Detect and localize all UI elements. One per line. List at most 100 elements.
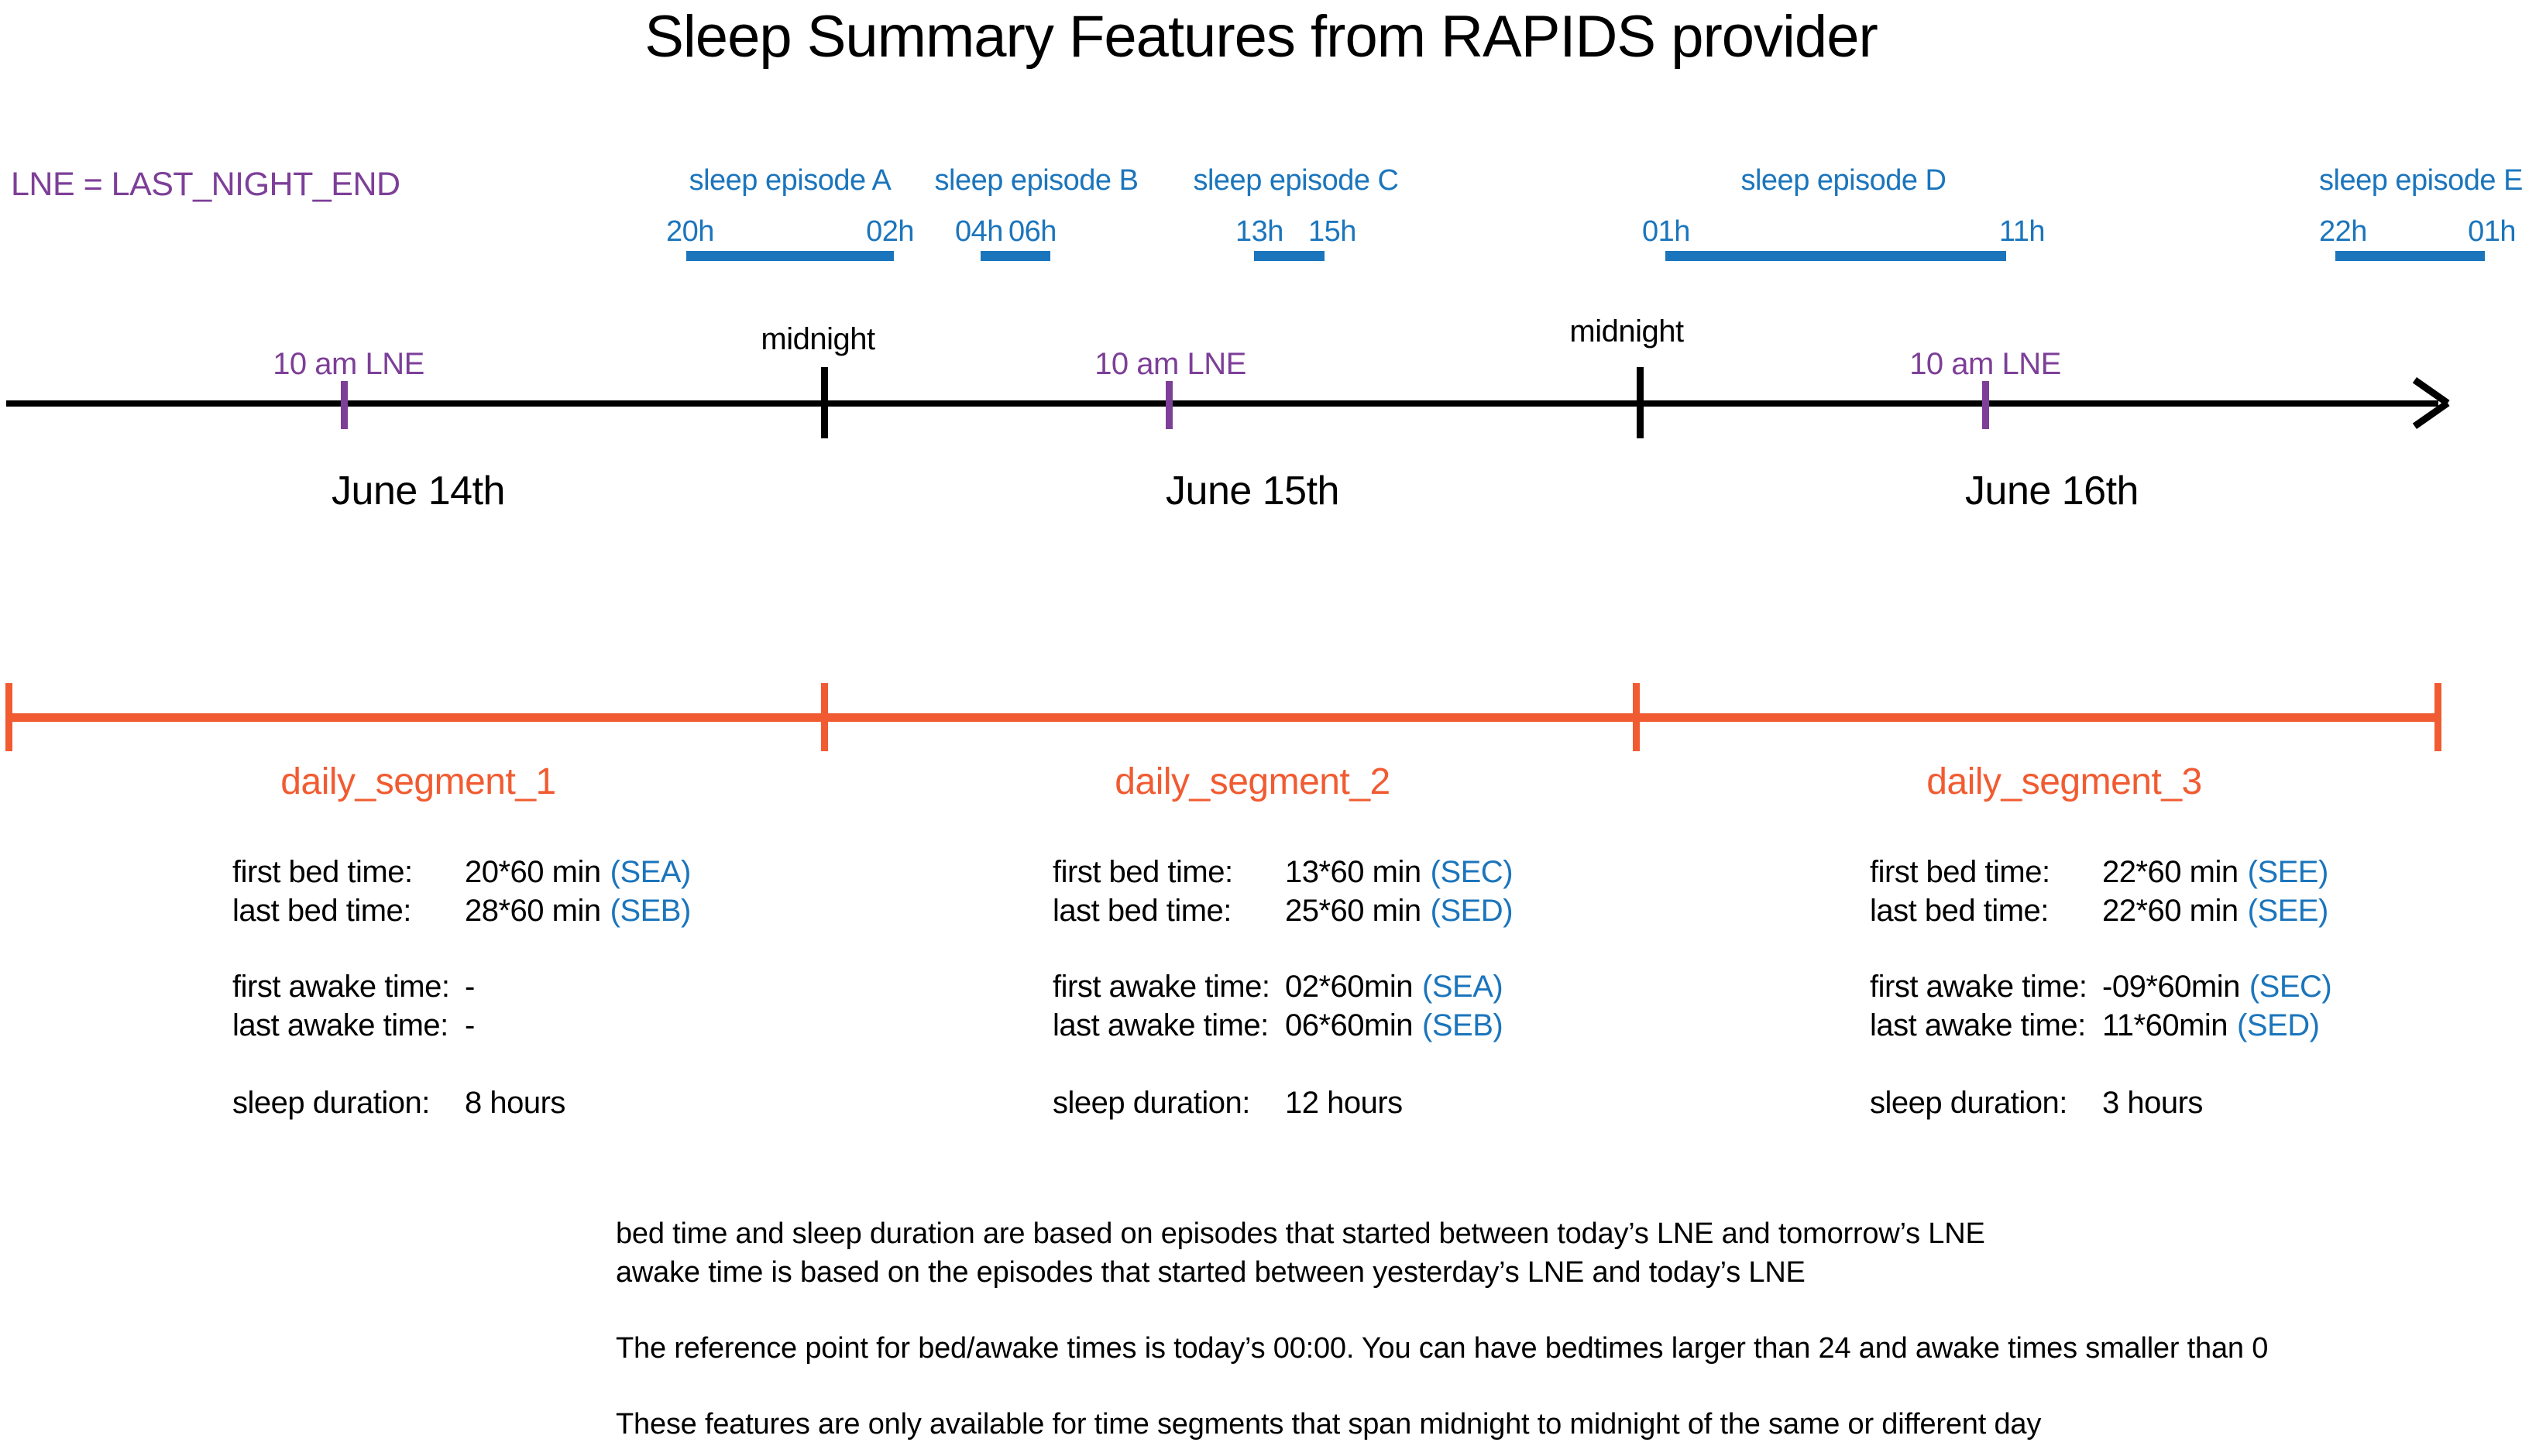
feature-value: 11*60min	[2102, 1008, 2228, 1042]
note-line: These features are only available for ti…	[616, 1408, 2042, 1441]
feature-episode-ref: (SEC)	[2249, 970, 2332, 1004]
daily-segment-1-label: daily_segment_1	[280, 761, 556, 802]
lne-tick	[1982, 381, 1989, 429]
feature-label: sleep duration:	[1870, 1086, 2067, 1120]
lne-tick-label: 10 am LNE	[1094, 347, 1246, 381]
segment-boundary-tick	[5, 683, 12, 751]
daily-segment-axis	[6, 713, 2438, 722]
feature-episode-ref: (SED)	[2237, 1008, 2320, 1042]
feature-label: first bed time:	[232, 855, 413, 889]
daily-segment-3-label: daily_segment_3	[1926, 761, 2202, 802]
feature-episode-ref: (SEE)	[2247, 894, 2329, 928]
feature-episode-ref: (SEE)	[2247, 855, 2329, 889]
episode-start-time: 20h	[666, 215, 714, 248]
feature-episode-ref: (SED)	[1430, 894, 1514, 928]
feature-value: 02*60min	[1285, 970, 1414, 1004]
feature-row: sleep duration: 8 hours	[232, 1086, 575, 1121]
segment-3-features: first bed time:22*60 min(SEE) last bed t…	[1870, 855, 2522, 1165]
feature-row: last bed time:22*60 min(SEE)	[1870, 894, 2328, 929]
feature-episode-ref: (SEB)	[1422, 1008, 1503, 1042]
feature-label: first bed time:	[1053, 855, 1233, 889]
lne-legend-note: LNE = LAST_NIGHT_END	[11, 166, 400, 203]
midnight-label: midnight	[761, 322, 875, 356]
feature-row: sleep duration: 12 hours	[1053, 1086, 1412, 1121]
note-line: The reference point for bed/awake times …	[616, 1332, 2269, 1365]
feature-value: -	[465, 970, 475, 1004]
feature-value: 12 hours	[1285, 1086, 1403, 1120]
episode-start-time: 04h	[955, 215, 1003, 248]
note-line: bed time and sleep duration are based on…	[616, 1217, 1985, 1250]
feature-row: first awake time:02*60min(SEA)	[1053, 970, 1503, 1004]
segment-boundary-tick	[2434, 683, 2441, 751]
sleep-episode-c: sleep episode C 13h 15h	[1193, 164, 1399, 273]
sleep-episode-b: sleep episode B 04h 06h	[933, 164, 1139, 273]
episode-duration-bar	[981, 251, 1050, 261]
episode-label: sleep episode E	[2319, 164, 2522, 197]
feature-label: first awake time:	[232, 970, 450, 1004]
date-label-june-15: June 15th	[1166, 469, 1339, 513]
feature-row: last awake time: 06*60min(SEB)	[1053, 1008, 1503, 1043]
episode-duration-bar	[686, 251, 894, 261]
episode-duration-bar	[2335, 251, 2485, 261]
episode-end-time: 15h	[1308, 215, 1356, 248]
midnight-label: midnight	[1569, 314, 1684, 349]
episode-end-time: 11h	[1998, 215, 2046, 248]
episode-end-time: 06h	[1008, 215, 1057, 248]
lne-tick	[1166, 381, 1173, 429]
midnight-tick	[1637, 367, 1644, 438]
sleep-episode-d: sleep episode D 01h 11h	[1642, 164, 2046, 273]
feature-value: 20*60 min	[465, 855, 601, 889]
feature-episode-ref: (SEA)	[610, 855, 692, 889]
feature-label: last bed time:	[232, 894, 411, 928]
feature-label: sleep duration:	[232, 1086, 430, 1120]
feature-value: 25*60 min	[1285, 894, 1421, 928]
feature-value: 3 hours	[2102, 1086, 2203, 1120]
episode-end-time: 01h	[2468, 215, 2516, 248]
midnight-tick	[821, 367, 828, 438]
feature-row: first awake time: -09*60min (SEC)	[1870, 970, 2332, 1004]
feature-value: 13*60 min	[1285, 855, 1421, 889]
feature-row: first awake time:-	[232, 970, 484, 1004]
feature-label: first awake time:	[1053, 970, 1270, 1004]
lne-tick-label: 10 am LNE	[273, 347, 424, 381]
sleep-episode-e: sleep episode E 22h 01h	[2319, 164, 2522, 273]
episode-label: sleep episode C	[1193, 164, 1399, 197]
episode-end-time: 02h	[866, 215, 914, 248]
daily-segment-2-label: daily_segment_2	[1115, 761, 1390, 802]
feature-row: first bed time:22*60 min(SEE)	[1870, 855, 2328, 890]
episode-label: sleep episode D	[1740, 164, 1946, 197]
segment-2-features: first bed time:13*60 min(SEC) last bed t…	[1053, 855, 1750, 1165]
date-label-june-16: June 16th	[1965, 469, 2139, 513]
date-label-june-14: June 14th	[332, 469, 505, 513]
episode-label: sleep episode B	[934, 164, 1139, 197]
episode-start-time: 01h	[1642, 215, 1690, 248]
feature-label: first awake time:	[1870, 970, 2087, 1004]
note-line: awake time is based on the episodes that…	[616, 1256, 1806, 1289]
page-title: Sleep Summary Features from RAPIDS provi…	[644, 4, 1878, 70]
feature-row: last awake time:11*60min(SED)	[1870, 1008, 2320, 1043]
feature-value: 06*60min	[1285, 1008, 1414, 1042]
episode-duration-bar	[1665, 251, 2006, 261]
feature-value: -09*60min	[2102, 970, 2240, 1004]
feature-row: last bed time: 28*60 min (SEB)	[232, 894, 691, 929]
feature-label: last awake time:	[1053, 1008, 1269, 1042]
feature-episode-ref: (SEB)	[610, 894, 692, 928]
feature-label: last bed time:	[1870, 894, 2049, 928]
feature-row: last bed time:25*60 min(SED)	[1053, 894, 1514, 929]
feature-row: first bed time: 20*60 min (SEA)	[232, 855, 691, 890]
feature-episode-ref: (SEC)	[1430, 855, 1514, 889]
feature-row: first bed time: 13*60 min (SEC)	[1053, 855, 1514, 890]
feature-value: 8 hours	[465, 1086, 565, 1120]
feature-label: sleep duration:	[1053, 1086, 1250, 1120]
episode-start-time: 22h	[2319, 215, 2367, 248]
episode-duration-bar	[1254, 251, 1325, 261]
feature-label: last awake time:	[232, 1008, 448, 1042]
feature-value: 28*60 min	[465, 894, 601, 928]
feature-row: last awake time:-	[232, 1008, 484, 1043]
lne-tick	[341, 381, 348, 429]
sleep-episode-a: sleep episode A 20h 02h	[666, 164, 914, 273]
episode-label: sleep episode A	[689, 164, 892, 197]
lne-tick-label: 10 am LNE	[1909, 347, 2061, 381]
episode-start-time: 13h	[1235, 215, 1283, 248]
feature-value: 22*60 min	[2102, 855, 2239, 889]
